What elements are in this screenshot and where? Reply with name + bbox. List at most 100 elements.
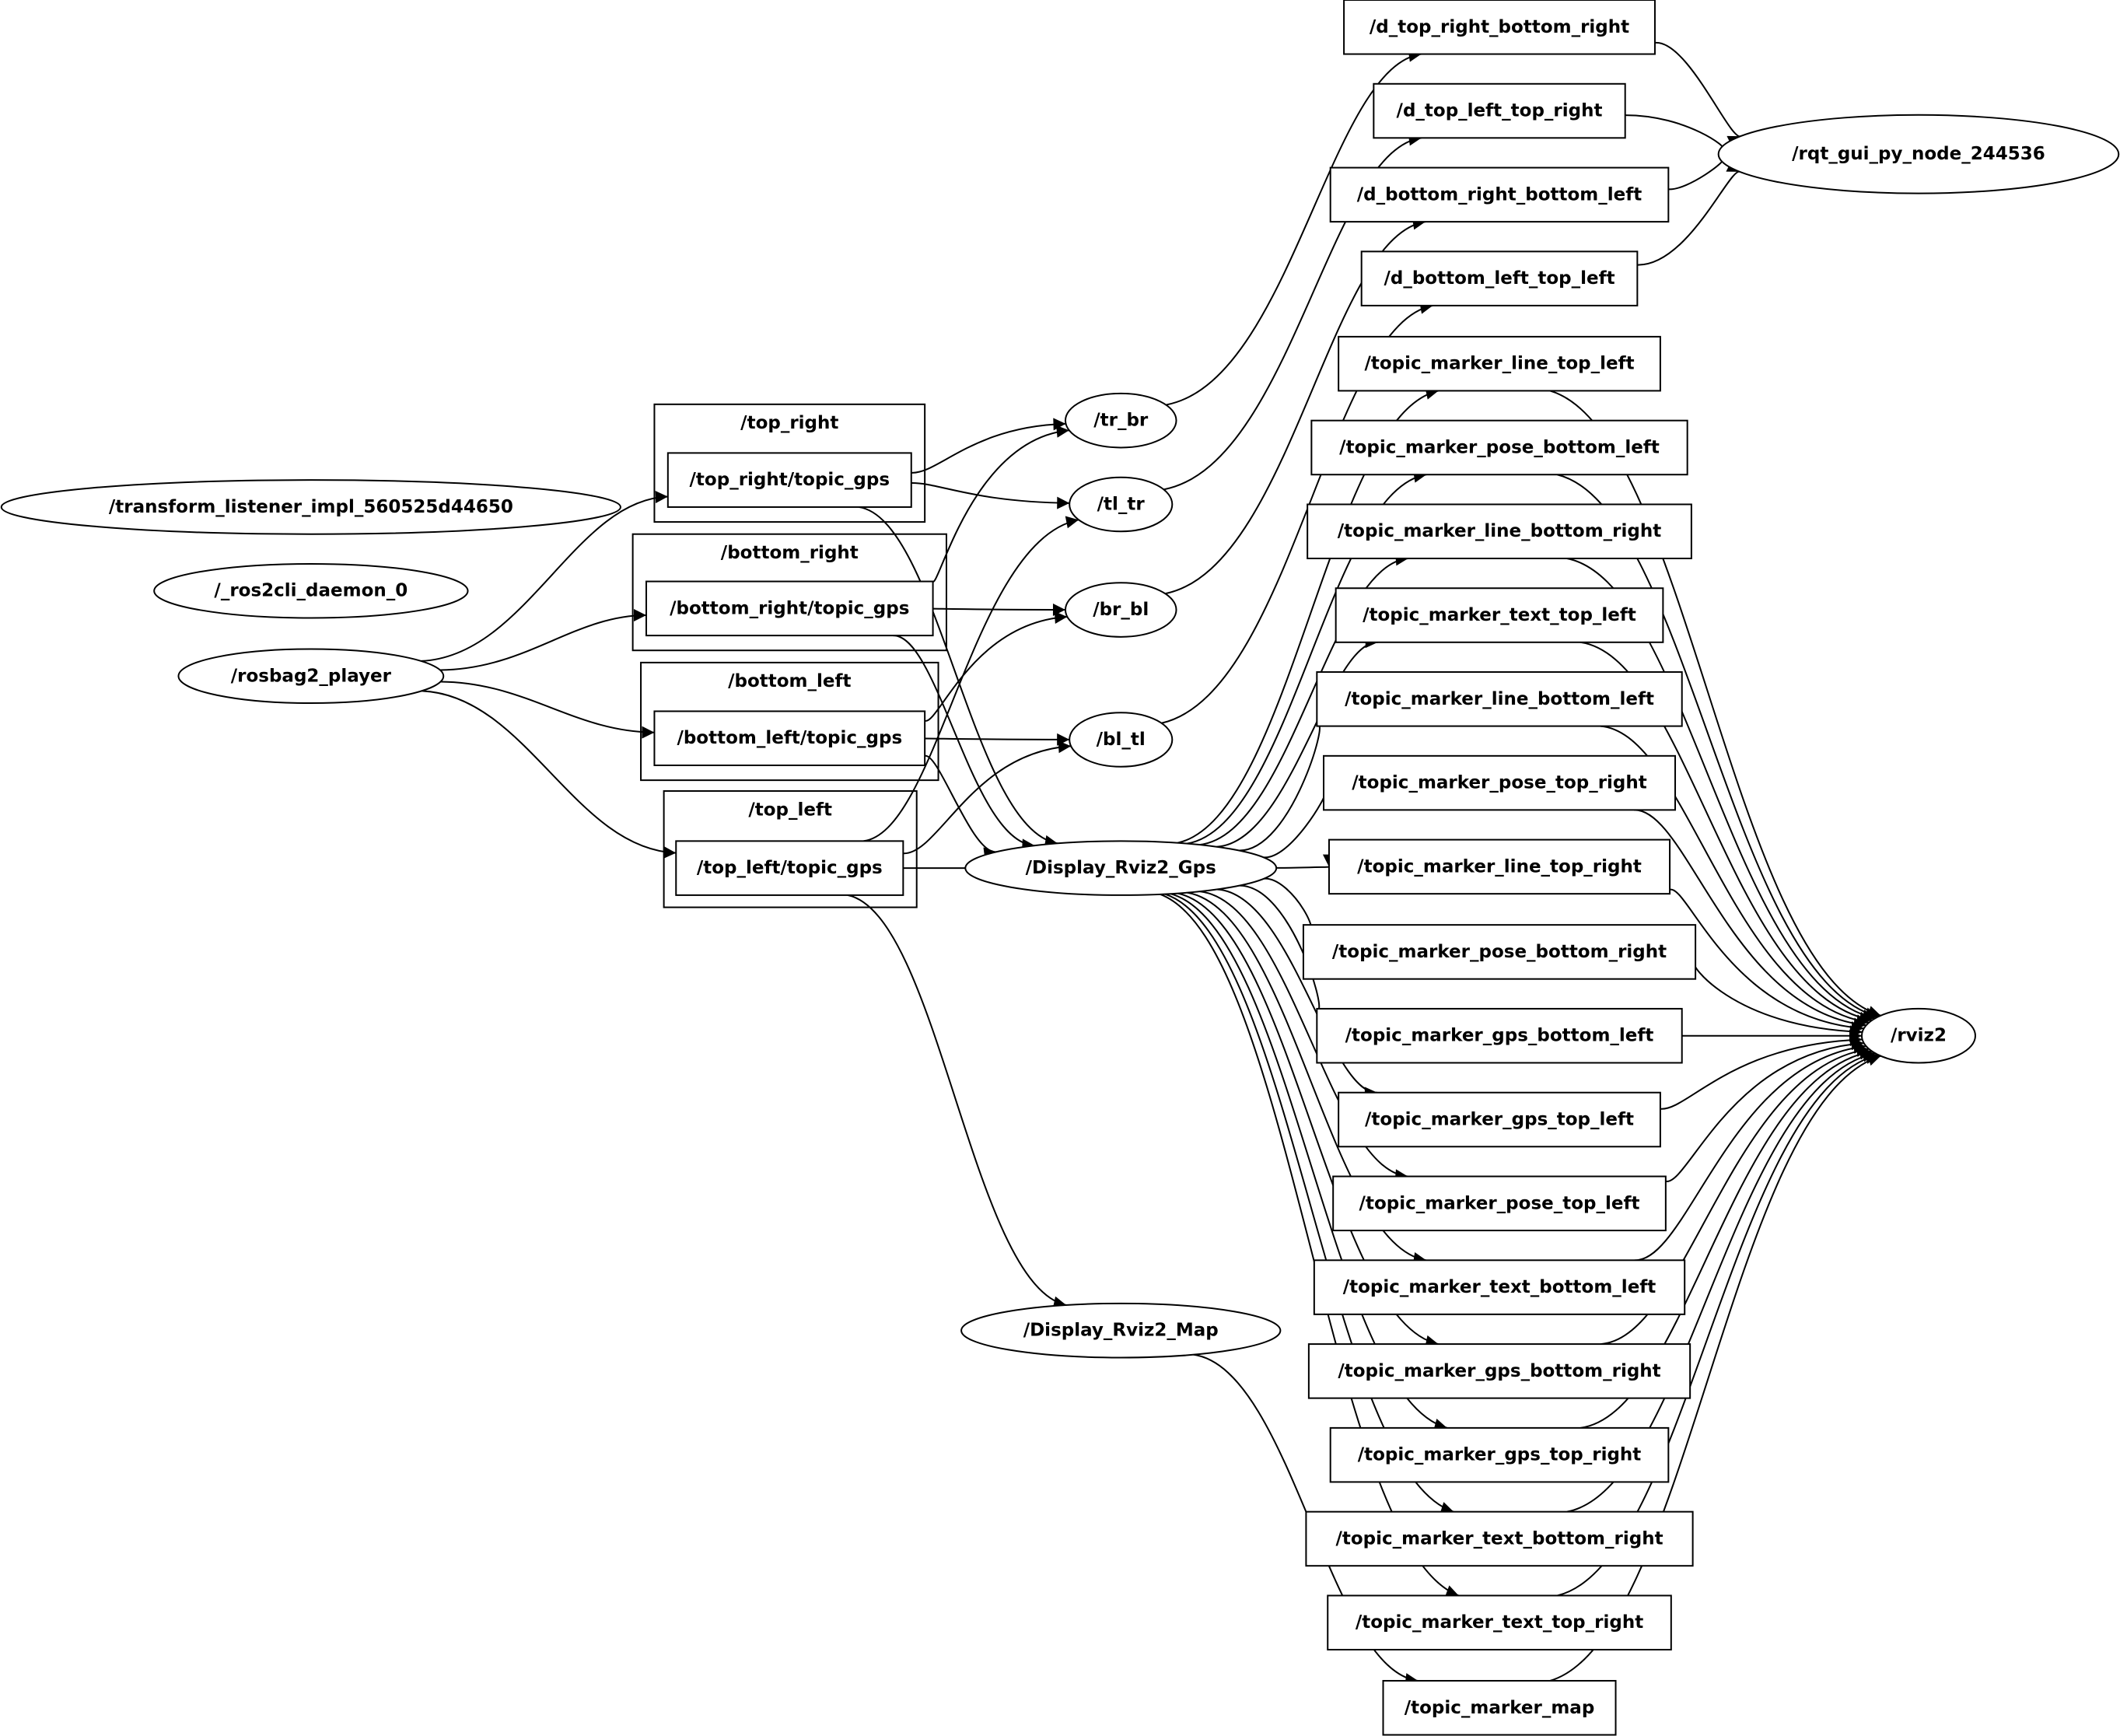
node-topic-marker-gps-top-left[interactable]: /topic_marker_gps_top_left	[1338, 1091, 1661, 1148]
node-box	[666, 452, 912, 508]
node-box	[1382, 1679, 1617, 1736]
node-topic-marker-line-top-left[interactable]: /topic_marker_line_top_left	[1338, 335, 1661, 392]
node-rosbag2-player[interactable]: /rosbag2_player	[177, 648, 445, 705]
node-topic-marker-pose-top-right[interactable]: /topic_marker_pose_top_right	[1323, 754, 1677, 811]
node-label: /tl_tr	[1097, 494, 1146, 514]
node-label: /d_bottom_left_top_left	[1384, 268, 1614, 289]
edge-m-pose-tl-to-rviz2	[1665, 1038, 1864, 1182]
node-label: /br_bl	[1093, 600, 1149, 620]
node-bottom-right-topic-gps[interactable]: /bottom_right/topic_gps	[645, 580, 934, 637]
node-ellipse	[960, 1302, 1282, 1359]
node-label: /topic_marker_pose_top_right	[1352, 773, 1647, 793]
edge-m-pose-br-to-rviz2	[1694, 964, 1863, 1038]
edge-tr-topic-to-tr-br	[911, 418, 1066, 474]
node-topic-marker-text-bottom-right[interactable]: /topic_marker_text_bottom_right	[1305, 1510, 1694, 1567]
node-label: /topic_marker_pose_bottom_right	[1332, 942, 1667, 962]
node-topic-marker-gps-bottom-right[interactable]: /topic_marker_gps_bottom_right	[1307, 1343, 1691, 1399]
edge-m-gps-tr-to-rviz2	[1580, 1047, 1873, 1429]
node-box	[1323, 754, 1677, 811]
node-label: /topic_marker_map	[1405, 1698, 1595, 1718]
node-label: /d_top_left_top_right	[1397, 101, 1603, 121]
cluster-label: /bottom_left	[728, 671, 851, 691]
node-topic-marker-gps-top-right[interactable]: /topic_marker_gps_top_right	[1329, 1426, 1670, 1483]
edge-tr-topic-to-gps	[859, 506, 1058, 848]
node--ros2cli-daemon-0[interactable]: /_ros2cli_daemon_0	[153, 562, 469, 619]
node-label: /_ros2cli_daemon_0	[214, 581, 408, 601]
cluster-frame	[653, 403, 926, 523]
edge-m-line-tr-to-rviz2	[1669, 888, 1864, 1034]
node-tr-br[interactable]: /tr_br	[1064, 392, 1177, 449]
node-label: /topic_marker_text_top_right	[1356, 1612, 1643, 1633]
node-topic-marker-pose-bottom-right[interactable]: /topic_marker_pose_bottom_right	[1302, 924, 1697, 980]
node-topic-marker-line-top-right[interactable]: /topic_marker_line_top_right	[1328, 838, 1671, 895]
edge-rosbag-to-br-topic	[439, 609, 647, 671]
node-box	[1335, 587, 1664, 643]
node-topic-marker-text-bottom-left[interactable]: /topic_marker_text_bottom_left	[1313, 1259, 1686, 1315]
node-topic-marker-text-top-left[interactable]: /topic_marker_text_top_left	[1335, 587, 1664, 643]
node-box	[1360, 250, 1639, 306]
node-label: /top_right/topic_gps	[690, 470, 890, 490]
node-ellipse	[1064, 392, 1177, 449]
node-topic-marker-pose-bottom-left[interactable]: /topic_marker_pose_bottom_left	[1310, 419, 1688, 476]
node-display-rviz2-gps[interactable]: /Display_Rviz2_Gps	[964, 840, 1278, 896]
node-topic-marker-line-bottom-right[interactable]: /topic_marker_line_bottom_right	[1307, 503, 1692, 560]
edge-m-pose-tr-to-rviz2	[1633, 809, 1866, 1031]
node-box	[1307, 1343, 1691, 1399]
edge-gps-to-m-text-bl	[1187, 891, 1426, 1265]
edge-rosbag-to-tr-topic	[421, 491, 668, 662]
node-d-top-left-top-right[interactable]: /d_top_left_top_right	[1373, 82, 1626, 139]
edge-bl-topic-to-br-bl	[924, 611, 1068, 722]
node-top-left-topic-gps[interactable]: /top_left/topic_gps	[675, 840, 904, 896]
node-topic-marker-pose-top-left[interactable]: /topic_marker_pose_top_left	[1332, 1175, 1667, 1232]
node-label: /Display_Rviz2_Gps	[1026, 858, 1216, 878]
edge-gps-to-m-gps-tl	[1216, 888, 1378, 1100]
node-transform-listener-impl-560525d44650[interactable]: /transform_listener_impl_560525d44650	[0, 479, 621, 535]
cluster-label: /bottom_right	[721, 543, 859, 563]
node-label: /rosbag2_player	[231, 666, 392, 686]
edge-gps-to-m-text-tl	[1216, 635, 1378, 848]
edge-d-bltl-to-rqt	[1637, 160, 1740, 266]
node-label: /topic_marker_gps_bottom_right	[1338, 1361, 1660, 1381]
node-box	[675, 840, 904, 896]
node-label: /bl_tl	[1097, 730, 1146, 750]
edge-tr-topic-to-tl-tr	[911, 482, 1070, 509]
edge-gps-to-m-gps-bl	[1239, 884, 1331, 1022]
node-display-rviz2-map[interactable]: /Display_Rviz2_Map	[960, 1302, 1282, 1359]
node-top-right-topic-gps[interactable]: /top_right/topic_gps	[666, 452, 912, 508]
node-label: /topic_marker_line_bottom_left	[1345, 689, 1654, 709]
node-ellipse	[1069, 712, 1174, 768]
edge-tl-topic-to-tl-tr	[863, 516, 1079, 842]
node-topic-marker-line-bottom-left[interactable]: /topic_marker_line_bottom_left	[1316, 671, 1683, 727]
edge-tl-tr-to-d-tltr	[1163, 133, 1422, 491]
edge-d-tltr-to-rqt	[1625, 114, 1736, 157]
node-tl-tr[interactable]: /tl_tr	[1069, 476, 1174, 533]
node-topic-marker-text-top-right[interactable]: /topic_marker_text_top_right	[1327, 1594, 1672, 1650]
node-br-bl[interactable]: /br_bl	[1064, 582, 1177, 638]
node-d-bottom-left-top-left[interactable]: /d_bottom_left_top_left	[1360, 250, 1639, 306]
cluster-bottom-right: /bottom_right	[631, 533, 947, 652]
node-label: /transform_listener_impl_560525d44650	[109, 497, 513, 517]
node-bl-tl[interactable]: /bl_tl	[1069, 712, 1174, 768]
node-bottom-left-topic-gps[interactable]: /bottom_left/topic_gps	[653, 710, 926, 767]
node-label: /Display_Rviz2_Map	[1023, 1321, 1219, 1341]
node-rqt-gui-py-node-244536[interactable]: /rqt_gui_py_node_244536	[1717, 114, 2120, 194]
node-box	[1343, 0, 1656, 55]
node-box	[1305, 1510, 1694, 1567]
node-box	[1373, 82, 1626, 139]
cluster-bottom-left: /bottom_left	[640, 661, 939, 782]
edge-gps-to-m-pose-tl	[1199, 891, 1408, 1182]
cluster-frame	[640, 661, 939, 782]
edge-br-topic-to-br-bl	[932, 603, 1065, 616]
node-topic-marker-map[interactable]: /topic_marker_map	[1382, 1679, 1617, 1736]
edge-gps-to-m-line-bl	[1239, 712, 1331, 852]
node-box	[1302, 924, 1697, 980]
node-d-top-right-bottom-right[interactable]: /d_top_right_bottom_right	[1343, 0, 1656, 55]
node-topic-marker-gps-bottom-left[interactable]: /topic_marker_gps_bottom_left	[1316, 1007, 1683, 1064]
node-d-bottom-right-bottom-left[interactable]: /d_bottom_right_bottom_left	[1329, 166, 1670, 223]
edge-tr-br-to-d-trbr	[1166, 49, 1422, 406]
edge-m-gps-br-to-rviz2	[1600, 1045, 1870, 1346]
edge-d-brbl-to-rqt	[1668, 151, 1735, 191]
node-rviz2[interactable]: /rviz2	[1860, 1007, 1976, 1064]
